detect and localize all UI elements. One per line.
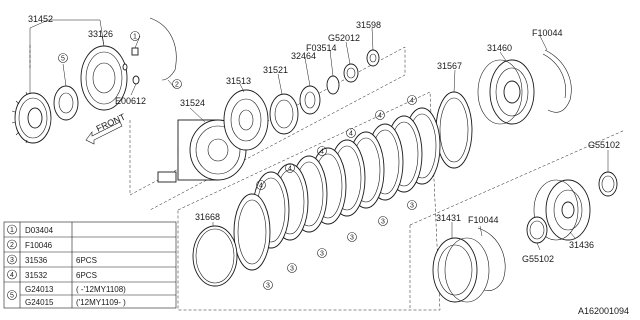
label-31524: 31524 [180,98,205,108]
drum-31431 [432,237,490,303]
callout-1: 1 [130,31,140,41]
leader-lines [29,19,609,251]
label-31598: 31598 [356,20,381,30]
ring-G55102-lower [526,216,548,244]
clutch-plate-stack [233,91,473,271]
spring-31521 [269,93,299,135]
legend-row-3: 3 31536 6PCS [7,254,97,265]
legend-table: 1 D03404 2 F10046 3 31536 6PCS 4 31532 6… [3,221,177,309]
svg-text:3: 3 [320,251,324,258]
legend-qty: 6PCS [76,256,97,265]
legend-range: ( -'12MY1108) [76,285,126,294]
callout-3-f: 3 [263,280,273,290]
snap-ring-F10044-top [542,49,572,113]
label-F10044-lower: F10044 [468,215,499,225]
housing-33126 [80,45,128,111]
svg-text:5: 5 [10,293,14,300]
svg-text:3: 3 [266,283,270,290]
svg-text:3: 3 [381,219,385,226]
label-31460: 31460 [487,43,512,53]
ring-31668 [192,225,238,287]
svg-text:4: 4 [10,272,14,279]
washer-32464 [299,85,321,115]
callout-2: 2 [172,79,182,89]
part-labels: 31452 33126 E00612 31524 31513 31521 324… [28,14,620,264]
legend-row-5: 5 G24013 ( -'12MY1108) G24015 ('12MY1109… [7,285,126,307]
callout-4-d: 4 [317,146,327,156]
svg-text:4: 4 [378,113,382,120]
label-E00612: E00612 [115,96,146,106]
callout-5-top: 5 [58,53,68,63]
washer-31598 [366,49,380,67]
diagram-id: A162001094 [578,306,629,316]
label-31452: 31452 [28,14,53,24]
front-label: FRONT [95,111,128,133]
carrier-31436 [533,179,591,241]
svg-text:4: 4 [259,183,263,190]
callout-3-d: 3 [317,248,327,258]
callout-4-f: 4 [256,180,266,190]
legend-part: G24015 [25,298,54,307]
legend-part: F10046 [25,241,53,250]
svg-text:4: 4 [349,131,353,138]
callout-4-b: 4 [375,110,385,120]
svg-text:2: 2 [175,82,179,89]
piston-31513 [223,89,269,151]
legend-range: ('12MY1109- ) [76,298,126,307]
label-G55102-right: G55102 [588,140,620,150]
svg-text:3: 3 [290,266,294,273]
svg-text:2: 2 [10,242,14,249]
legend-part: G24013 [25,285,54,294]
legend-qty: 6PCS [76,271,97,280]
callout-3-e: 3 [287,263,297,273]
callout-4-a: 4 [407,95,417,105]
label-33126: 33126 [88,29,113,39]
svg-text:3: 3 [410,203,414,210]
legend-part: 31536 [25,256,48,265]
legend-part: D03404 [25,226,54,235]
gear-31452 [11,91,52,144]
ring-G52012 [343,63,359,83]
svg-text:1: 1 [10,227,14,234]
label-F10044-top: F10044 [532,28,563,38]
label-G55102-lower: G55102 [522,254,554,264]
svg-text:1: 1 [133,34,137,41]
legend-row-2: 2 F10046 [7,239,53,250]
label-31431: 31431 [436,213,461,223]
bearing-5 [53,85,79,121]
label-G52012: G52012 [328,33,360,43]
legend-part: 31532 [25,271,48,280]
svg-text:4: 4 [410,98,414,105]
ring-G55102-right [598,171,618,197]
label-F03514: F03514 [306,43,337,53]
hub-31460 [477,59,535,125]
label-31567: 31567 [437,61,462,71]
snap-ring-F10044-lower [477,227,506,291]
drum-31524 [157,119,247,183]
label-31668: 31668 [195,212,220,222]
callout-4-c: 4 [346,128,356,138]
svg-text:4: 4 [288,166,292,173]
label-31521: 31521 [263,65,288,75]
callout-3-a: 3 [407,200,417,210]
callout-4-e: 4 [285,163,295,173]
front-arrow: FRONT [85,111,128,145]
svg-text:4: 4 [320,149,324,156]
label-32464: 32464 [291,51,316,61]
label-31513: 31513 [226,76,251,86]
label-31436: 31436 [569,240,594,250]
ring-2-top [149,17,177,81]
circled-callouts: 1 2 5 4 4 4 4 4 4 3 3 3 3 3 3 [58,31,417,290]
callout-3-b: 3 [378,216,388,226]
legend-row-4: 4 31532 6PCS [7,269,97,280]
svg-text:3: 3 [350,235,354,242]
ring-F03514 [326,75,340,95]
svg-text:5: 5 [61,56,65,63]
legend-row-1: 1 D03404 [7,224,54,235]
callout-3-c: 3 [347,232,357,242]
svg-text:3: 3 [10,257,14,264]
